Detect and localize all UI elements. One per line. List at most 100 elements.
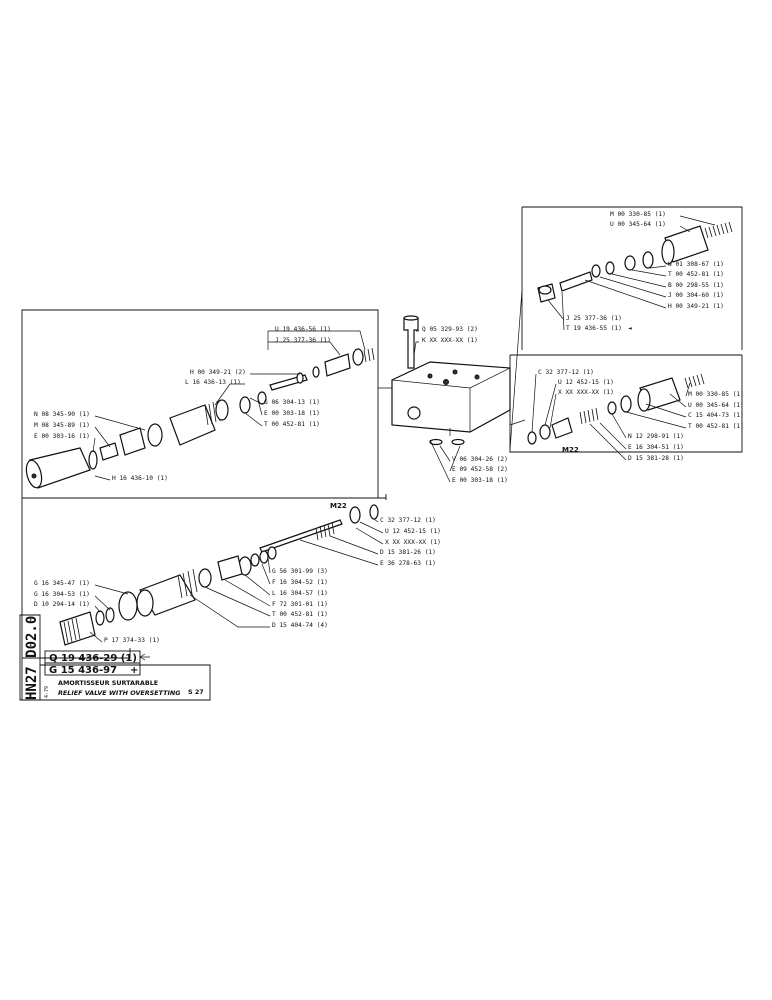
center-part-3: V 06 304-26 (2) <box>452 456 508 463</box>
cap-p17 <box>59 611 96 646</box>
oring-t00-ll <box>198 568 212 588</box>
poppet-c32-rl <box>551 417 573 439</box>
ll-part-13: G 16 304-53 (1) <box>34 591 90 598</box>
ll-part-1: C 32 377-12 (1) <box>380 517 436 524</box>
ll-part-15: P 17 374-33 (1) <box>104 637 160 644</box>
ru-assy-arrow: ◄ <box>628 325 632 332</box>
assembly-part-2: G 15 436-97 <box>49 665 117 676</box>
small-code: 4-79 <box>44 686 50 698</box>
stem-j25 <box>324 353 351 377</box>
ru-part-3: W 01 308-67 (1) <box>668 261 724 268</box>
title-en: RELIEF VALVE WITH OVERSETTING <box>58 689 180 697</box>
oring-e09 <box>451 438 465 446</box>
ll-part-11: D 15 404-74 (4) <box>272 622 328 629</box>
rl-part-8: N 12 298-91 (1) <box>628 433 684 440</box>
lu-part-5: G 06 304-13 (1) <box>264 399 320 406</box>
ll-part-4: D 15 381-26 (1) <box>380 549 436 556</box>
page-ref: S 27 <box>188 688 204 696</box>
center-block <box>391 361 511 433</box>
lu-part-2: J 25 377-36 (1) <box>275 337 331 344</box>
rod-e36 <box>259 519 343 553</box>
nut-g16 <box>118 591 138 621</box>
thread-m00-rl <box>684 373 705 389</box>
rl-part-9: E 16 304-51 (1) <box>628 444 684 451</box>
assy-box-2 <box>44 662 141 676</box>
title-fr: AMORTISSEUR SURTARABLE <box>58 679 158 687</box>
oring-c32-ll <box>369 504 379 520</box>
rl-part-10: D 15 381-28 (1) <box>628 455 684 462</box>
rl-part-2: U 12 452-15 (1) <box>558 379 614 386</box>
stem-j25-ru <box>559 271 593 292</box>
ru-part-9: T 19 436-55 (1) <box>566 325 622 332</box>
ll-part-7: F 16 304-52 (1) <box>272 579 328 586</box>
part-m08 <box>99 442 119 461</box>
rl-part-7: T 00 452-81 (1) <box>688 423 744 430</box>
thread-l16 <box>204 400 221 426</box>
assembly-part-1: Q 19 436-29 (1) <box>49 653 137 664</box>
ll-part-9: F 72 301-01 (1) <box>272 601 328 608</box>
frame-right-upper <box>510 206 743 356</box>
rl-m22: M22 <box>562 446 579 454</box>
rl-part-4: M 00 330-85 (1) <box>688 391 744 398</box>
lu-part-9: M 08 345-89 (1) <box>34 422 90 429</box>
center-part-5: E 00 303-18 (1) <box>452 477 508 484</box>
lu-part-4: L 16 436-13 (1) <box>185 379 241 386</box>
center-part-4: E 09 452-58 (2) <box>452 466 508 473</box>
ll-part-10: T 00 452-81 (1) <box>272 611 328 618</box>
lu-part-8: N 08 345-90 (1) <box>34 411 90 418</box>
vertical-code: HN27 D02.0 <box>24 616 40 700</box>
oring-t00-rl <box>607 401 617 415</box>
rl-part-5: U 00 345-64 (1) <box>688 402 744 409</box>
ru-part-4: T 00 452-81 (1) <box>668 271 724 278</box>
bolt-q05 <box>403 317 419 369</box>
ru-part-1: M 00 330-85 (1) <box>610 211 666 218</box>
body-l16 <box>169 404 216 446</box>
left-upper-group: U 19 436-56 (1) J 25 377-36 (1) H 00 349… <box>25 326 375 489</box>
thread-u19 <box>363 347 375 363</box>
lu-part-10: E 00 303-16 (1) <box>34 433 90 440</box>
title-block: HN27 D02.0 4-79 Q 19 436-29 (1) G 15 436… <box>24 616 204 700</box>
oring-w01 <box>642 251 654 269</box>
ru-part-8: J 25 377-36 (1) <box>566 315 622 322</box>
oring-t00 <box>239 396 251 414</box>
rl-part-3: X XX XXX-XX (1) <box>558 389 614 396</box>
spring-d15-381-28 <box>579 407 599 425</box>
thread-m00-ru <box>704 221 733 239</box>
lu-part-3: H 00 349-21 (2) <box>190 369 246 376</box>
sleeve-l16-ll <box>217 555 243 581</box>
thread-d15-404-74 <box>177 568 198 599</box>
oring-c32-rl <box>527 431 537 445</box>
ll-part-8: L 16 304-57 (1) <box>272 590 328 597</box>
ll-part-12: G 16 345-47 (1) <box>34 580 90 587</box>
ll-part-5: E 36 278-63 (1) <box>380 560 436 567</box>
ru-part-5: B 00 298-55 (1) <box>668 282 724 289</box>
center-part-2: K XX XXX-XX (1) <box>422 337 478 344</box>
oring-e00-303-16 <box>88 450 98 470</box>
part-n08 <box>119 427 146 456</box>
ru-part-2: U 00 345-64 (1) <box>610 221 666 228</box>
thread-p17 <box>63 617 81 644</box>
assembly-symbol: + <box>130 665 138 676</box>
frame-left-lower <box>21 494 387 700</box>
rl-part-1: C 32 377-12 (1) <box>538 369 594 376</box>
ll-part-2: U 12 452-15 (1) <box>385 528 441 535</box>
center-block-group: Q 05 329-93 (2) K XX XXX-XX (1) V 06 304… <box>378 289 526 484</box>
ru-part-6: J 00 304-60 (1) <box>668 292 724 299</box>
left-lower-group: M22 C 32 377-12 (1) U 12 452-15 (1) X XX… <box>34 502 441 646</box>
right-upper-group: M 00 330-85 (1) U 00 345-64 (1) W 01 308… <box>537 211 733 332</box>
center-part-1: Q 05 329-93 (2) <box>422 326 478 333</box>
lu-part-11: H 16 436-10 (1) <box>112 475 168 482</box>
ll-part-3: X XX XXX-XX (1) <box>385 539 441 546</box>
lu-part-1: U 19 436-56 (1) <box>275 326 331 333</box>
ru-part-7: H 00 349-21 (1) <box>668 303 724 310</box>
right-lower-group: M22 C 32 377-12 (1) U 12 452-15 (1) X XX… <box>527 369 744 462</box>
rl-part-6: C 15 404-73 (1) <box>688 412 744 419</box>
spring-d15-381-26 <box>315 521 335 541</box>
ll-m22: M22 <box>330 502 347 510</box>
ll-part-6: G 56 301-99 (3) <box>272 568 328 575</box>
lu-part-6: E 00 303-18 (1) <box>264 410 320 417</box>
oring-v06 <box>429 438 443 446</box>
frame-title-box <box>19 614 211 701</box>
lu-part-7: T 00 452-81 (1) <box>264 421 320 428</box>
